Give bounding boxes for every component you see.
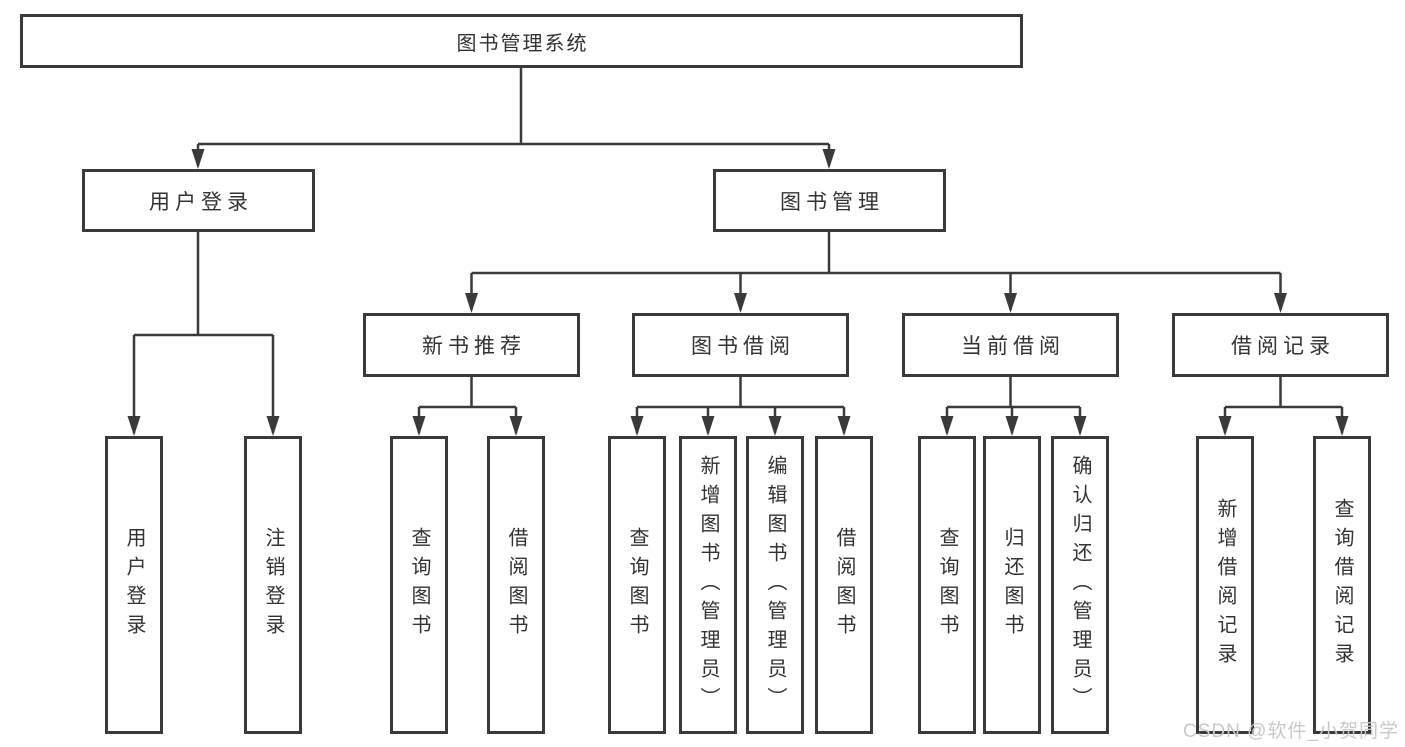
node-current-borrow: 当前借阅 — [902, 313, 1119, 377]
leaf-return-book-label: 归还图书 — [1001, 527, 1023, 643]
node-book-management: 图书管理 — [713, 169, 946, 232]
node-new-book-recommend-label: 新书推荐 — [422, 335, 526, 358]
leaf-add-book-admin-label: 新增图书（管理员） — [697, 454, 719, 716]
node-root-label: 图书管理系统 — [456, 32, 589, 55]
leaf-borrow-book-recommend: 借阅图书 — [487, 436, 545, 734]
leaf-query-book-borrow: 查询图书 — [608, 436, 666, 734]
leaf-return-book: 归还图书 — [983, 436, 1041, 734]
leaf-add-borrow-record-label: 新增借阅记录 — [1214, 498, 1236, 672]
leaf-query-borrow-record-label: 查询借阅记录 — [1331, 498, 1353, 672]
csdn-watermark: CSDN @软件_小贺同学 — [1183, 721, 1399, 742]
leaf-query-book-borrow-label: 查询图书 — [626, 527, 648, 643]
node-new-book-recommend: 新书推荐 — [363, 313, 580, 377]
leaf-user-login-label: 用户登录 — [123, 527, 145, 643]
node-book-borrow: 图书借阅 — [632, 313, 849, 377]
leaf-logout-login: 注销登录 — [244, 436, 302, 734]
leaf-add-book-admin: 新增图书（管理员） — [679, 436, 737, 734]
leaf-query-borrow-record: 查询借阅记录 — [1313, 436, 1371, 734]
leaf-add-borrow-record: 新增借阅记录 — [1196, 436, 1254, 734]
node-root: 图书管理系统 — [20, 14, 1023, 68]
node-user-login: 用户登录 — [82, 169, 315, 232]
leaf-borrow-book: 借阅图书 — [815, 436, 873, 734]
leaf-user-login: 用户登录 — [105, 436, 163, 734]
leaf-query-book-current: 查询图书 — [918, 436, 976, 734]
leaf-confirm-return-admin: 确认归还（管理员） — [1051, 436, 1109, 734]
leaf-confirm-return-admin-label: 确认归还（管理员） — [1069, 454, 1091, 716]
node-user-login-label: 用户登录 — [149, 190, 253, 214]
leaf-edit-book-admin: 编辑图书（管理员） — [746, 436, 804, 734]
leaf-logout-login-label: 注销登录 — [262, 527, 284, 643]
node-borrow-records-label: 借阅记录 — [1231, 335, 1335, 358]
leaf-query-book-current-label: 查询图书 — [936, 527, 958, 643]
node-book-management-label: 图书管理 — [780, 190, 884, 214]
leaf-borrow-book-recommend-label: 借阅图书 — [505, 527, 527, 643]
leaf-edit-book-admin-label: 编辑图书（管理员） — [764, 454, 786, 716]
arrowheads — [127, 149, 1349, 436]
node-current-borrow-label: 当前借阅 — [961, 335, 1065, 358]
node-book-borrow-label: 图书借阅 — [691, 335, 795, 358]
leaf-query-book-recommend-label: 查询图书 — [408, 527, 430, 643]
leaf-borrow-book-label: 借阅图书 — [833, 527, 855, 643]
node-borrow-records: 借阅记录 — [1172, 313, 1389, 377]
connector-segments — [132, 68, 1344, 433]
leaf-query-book-recommend: 查询图书 — [390, 436, 448, 734]
